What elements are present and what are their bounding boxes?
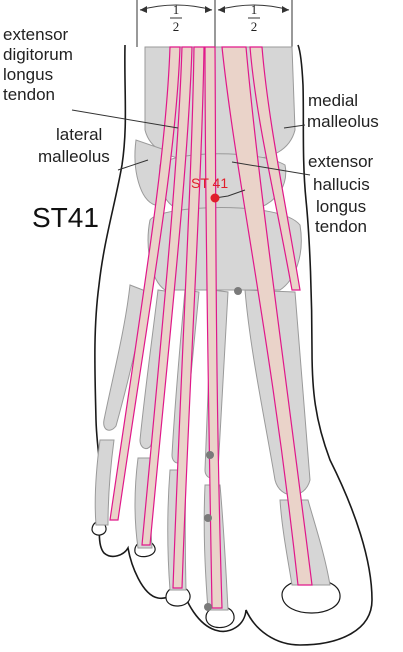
label-edl-line2: digitorum bbox=[3, 45, 73, 64]
foot-outline bbox=[94, 44, 373, 646]
right-fraction-numerator: 1 bbox=[251, 2, 258, 17]
label-medial-line2: malleolus bbox=[307, 112, 379, 131]
leader-lines bbox=[71, 109, 311, 199]
right-fraction-denominator: 2 bbox=[251, 19, 258, 34]
leader-ehl bbox=[231, 161, 311, 176]
left-fraction-numerator: 1 bbox=[173, 2, 180, 17]
label-ehl-line2: hallucis bbox=[313, 175, 370, 194]
tendon-edl-4 bbox=[204, 46, 223, 609]
leader-medial-malleolus bbox=[283, 124, 306, 129]
leader-lateral-malleolus bbox=[117, 159, 149, 171]
joint-marker bbox=[204, 603, 212, 611]
label-medial-line1: medial bbox=[308, 91, 358, 110]
diagram-title: ST41 bbox=[32, 202, 99, 233]
leader-edl bbox=[71, 109, 179, 129]
label-ehl-line4: tendon bbox=[315, 217, 367, 236]
joint-markers bbox=[204, 287, 242, 611]
st41-point-label: ST 41 bbox=[191, 175, 228, 191]
phalanges-5 bbox=[94, 439, 115, 526]
label-lateral-line1: lateral bbox=[56, 125, 102, 144]
toenails bbox=[91, 520, 341, 629]
label-edl-line3: longus bbox=[3, 65, 53, 84]
label-ehl-line1: extensor bbox=[308, 152, 374, 171]
joint-marker bbox=[204, 514, 212, 522]
tendon-edl-3 bbox=[172, 46, 205, 589]
joint-marker bbox=[206, 451, 214, 459]
st41-point bbox=[210, 193, 220, 203]
tendon-edl-1 bbox=[109, 46, 181, 521]
tendon-tibialis bbox=[249, 46, 301, 291]
label-ehl-line3: longus bbox=[316, 197, 366, 216]
label-edl-line4: tendon bbox=[3, 85, 55, 104]
label-edl-line1: extensor bbox=[3, 25, 69, 44]
tendons bbox=[109, 46, 313, 609]
joint-marker bbox=[234, 287, 242, 295]
label-lateral-line2: malleolus bbox=[38, 147, 110, 166]
tendon-ehl bbox=[221, 46, 313, 586]
width-measure: 1 2 1 2 bbox=[136, 0, 293, 47]
left-fraction-denominator: 2 bbox=[173, 19, 180, 34]
tendon-edl-2 bbox=[141, 46, 193, 546]
